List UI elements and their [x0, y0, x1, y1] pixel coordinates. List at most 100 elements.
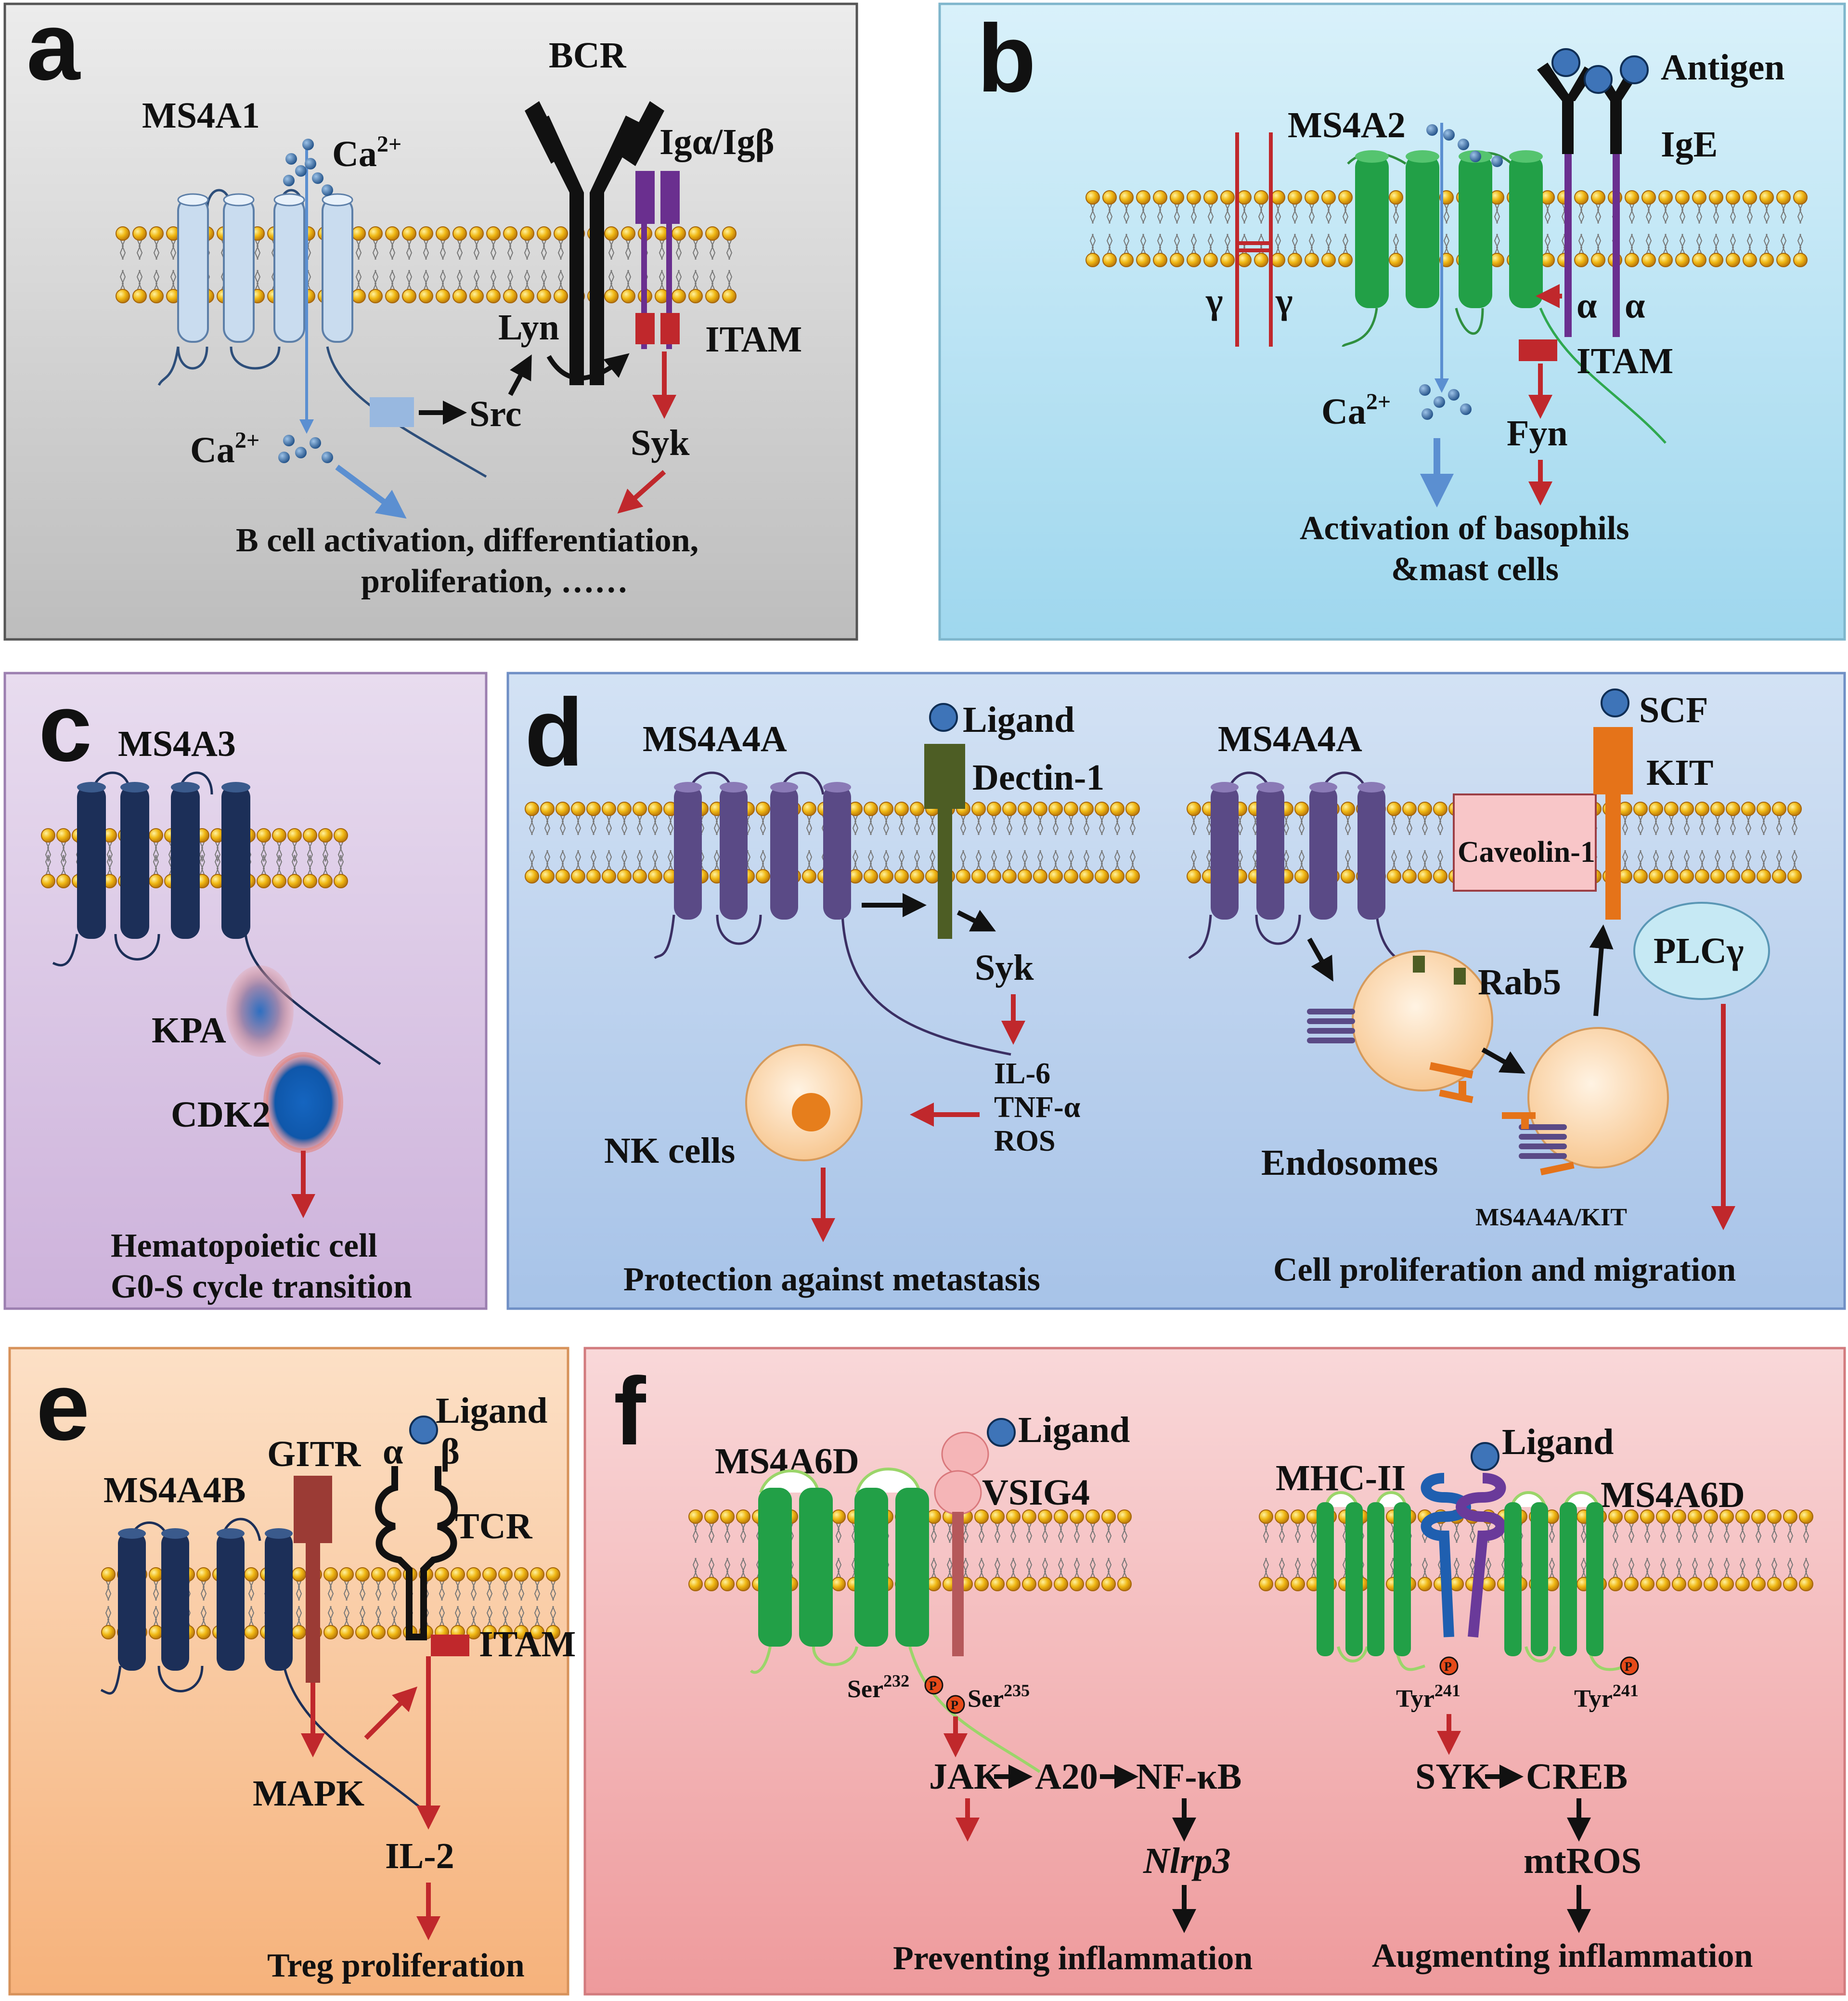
phospho-ser232: P: [924, 1676, 943, 1695]
ige-label: IgE: [1661, 124, 1718, 165]
lyn-label: Lyn: [498, 307, 559, 348]
outcome-d-left: Protection against metastasis: [623, 1261, 1040, 1298]
dectin-to-syk-arrow: [956, 910, 996, 932]
gamma-label-1: γ: [1205, 281, 1223, 321]
syk-to-outcome-arrow: [617, 470, 666, 514]
panel-f-letter: f: [614, 1358, 646, 1465]
kit-receptor: [1593, 727, 1633, 920]
outcome-c-line1: Hematopoietic cell: [111, 1227, 377, 1264]
itam-label-e: ITAM: [479, 1624, 576, 1664]
vsig4-receptor: [934, 1431, 989, 1656]
ms4a2-helix: [1355, 150, 1389, 308]
panel-e-content: e MS4A4B GITR Ligand α β TCR ITAM MAPK I…: [36, 1353, 576, 1984]
outcome-e: Treg proliferation: [267, 1947, 525, 1984]
ligand-label-f-right: Ligand: [1502, 1422, 1614, 1462]
ms4a6d-helix: [895, 1488, 929, 1647]
ms4a1-helix: [223, 193, 255, 343]
nk-cell: [745, 1044, 863, 1161]
rab5-label: Rab5: [1478, 962, 1561, 1002]
ms4a3-helix: [77, 782, 106, 939]
calcium-ions-top: [283, 139, 333, 196]
iga-label: Igα/Igβ: [659, 122, 775, 162]
ca-bottom-label: Ca2+: [190, 428, 259, 470]
alpha-label-2: α: [1625, 286, 1645, 326]
ms4a4a-helix: [1357, 782, 1385, 920]
src-box: [370, 397, 414, 427]
fc-gamma-chains: [1235, 132, 1273, 347]
ms4a4a-helix: [770, 782, 798, 920]
itam-label-b: ITAM: [1577, 341, 1673, 381]
plc-gamma: [1633, 902, 1770, 1000]
ligand-label-d: Ligand: [963, 700, 1074, 740]
ms4a1-helix: [177, 193, 209, 343]
ms4a3-helix: [120, 782, 149, 939]
il2-label: IL-2: [385, 1836, 454, 1876]
panel-e: [8, 1347, 569, 1996]
panel-a-content: a MS4A1 Ca2+ Ca2+ Src BCR: [26, 0, 802, 600]
ms4a4a-helix: [823, 782, 851, 920]
outcome-a-line1: B cell activation, differentiation,: [236, 522, 698, 559]
ms4a4a-helix: [720, 782, 748, 920]
iga-igb-dimer: [635, 171, 680, 349]
outcome-d-right: Cell proliferation and migration: [1273, 1251, 1736, 1288]
gitr-label: GITR: [267, 1434, 361, 1474]
cdk2-label: CDK2: [171, 1094, 271, 1135]
il6-label: IL-6: [994, 1057, 1050, 1090]
calcium-ions-b-bottom: [1419, 384, 1472, 420]
bcr-receptor: [525, 101, 664, 385]
tyr241-label-1: Tyr241: [1396, 1681, 1460, 1713]
ms4a4a-to-endosome-arrow: [1307, 937, 1333, 982]
ms4a4a-helix: [1309, 782, 1337, 920]
ms4a2-helix: [1406, 150, 1439, 308]
src-to-lyn-arrow: [508, 354, 532, 396]
phospho-ser235: P: [946, 1695, 965, 1714]
antigen-label: Antigen: [1661, 47, 1785, 88]
kit-label: KIT: [1646, 753, 1713, 793]
calcium-ions-bottom: [278, 435, 333, 463]
ligand-label-e: Ligand: [436, 1390, 547, 1431]
ms4a6d-label-right: MS4A6D: [1601, 1475, 1745, 1515]
gitr-receptor: [294, 1476, 332, 1683]
ms4a2-helix: [1459, 150, 1492, 308]
mhc-ii-receptor: [1421, 1473, 1506, 1638]
endosomes-label: Endosomes: [1261, 1143, 1438, 1183]
itam-box-e: [431, 1635, 469, 1656]
ms4a4a-helix: [674, 782, 702, 920]
alpha-label-1: α: [1577, 286, 1597, 326]
fyn-label: Fyn: [1507, 413, 1568, 454]
ms4a3-helix: [221, 782, 250, 939]
ms4a4a-protein-left: [654, 771, 1011, 1056]
creb-label: CREB: [1526, 1756, 1628, 1797]
outcome-c-line2: G0-S cycle transition: [111, 1268, 412, 1305]
caveolin-label: Caveolin-1: [1458, 836, 1595, 869]
itam-label-a: ITAM: [705, 319, 802, 360]
ser235-label: Ser235: [968, 1681, 1030, 1713]
ms4a3-label: MS4A3: [118, 724, 236, 764]
kpa-label: KPA: [152, 1010, 226, 1051]
endosome-1: [1307, 950, 1493, 1104]
ms4a1-helix: [322, 193, 353, 343]
ligand-label-f-left: Ligand: [1018, 1410, 1130, 1450]
ms4a4b-protein: [100, 1518, 425, 1811]
ige-receptors: [1537, 48, 1649, 337]
phospho-tyr241-1: P: [1439, 1656, 1459, 1676]
ms4a6d-protein-right-1: [1317, 1491, 1425, 1671]
nfkb-label: NF-κB: [1136, 1756, 1242, 1797]
svg-text:P: P: [929, 1679, 937, 1693]
ca-to-outcome-arrow: [335, 465, 407, 519]
ms4a4b-helix: [118, 1528, 146, 1671]
panel-d-letter: d: [525, 679, 583, 786]
ms4a3-protein: [52, 771, 381, 1065]
panel-b-letter: b: [977, 5, 1036, 112]
ms4a1-label: MS4A1: [142, 95, 260, 136]
scf-label: SCF: [1639, 690, 1708, 730]
mtros-label: mtROS: [1524, 1841, 1641, 1881]
complex-label: MS4A4A/KIT: [1475, 1204, 1627, 1231]
src-label: Src: [469, 394, 521, 434]
ligand-f-right: [1471, 1442, 1499, 1471]
ms4a6d-helix: [758, 1488, 792, 1647]
nk-label: NK cells: [604, 1130, 735, 1171]
ms4a2-protein: [1342, 150, 1667, 444]
